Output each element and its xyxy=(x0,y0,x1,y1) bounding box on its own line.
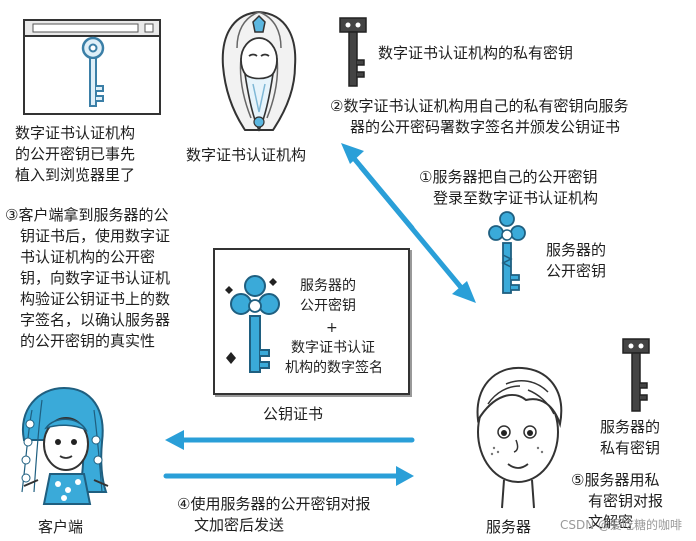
certificate-line-2: 公开密钥 xyxy=(300,298,356,314)
server-avatar xyxy=(466,360,570,510)
step-5-text: ⑤服务器用私 有密钥对报 文解密 xyxy=(571,471,664,531)
browser-note: 数字证书认证机构 的公开密钥已事先 植入到浏览器里了 xyxy=(15,124,136,184)
certificate-name: 公钥证书 xyxy=(263,405,324,423)
certificate-line-3: 数字证书认证 xyxy=(291,340,375,356)
step-3-text: ③客户端拿到服务器的公 钥证书后，使用数字证 书认证机构的公开密 钥，向数字证书… xyxy=(5,206,171,350)
ca-authority-avatar xyxy=(213,8,305,134)
certificate-line-1: 服务器的 xyxy=(300,278,356,294)
server-private-key-label: 服务器的 私有密钥 xyxy=(600,418,661,457)
public-key-certificate: 服务器的 公开密钥 + 数字证书认证 机构的数字签名 xyxy=(213,248,410,395)
step-2-text: ②数字证书认证机构用自己的私有密钥向服务 器的公开密码署数字签名并颁发公钥证书 xyxy=(330,97,629,136)
server-public-key-label: 服务器的 公开密钥 xyxy=(546,241,607,280)
certificate-plus: + xyxy=(326,320,338,336)
certificate-line-4: 机构的数字签名 xyxy=(285,360,383,376)
step-4-text: ④使用服务器的公开密钥对报 文加密后发送 xyxy=(177,495,371,534)
ca-name: 数字证书认证机构 xyxy=(186,146,307,164)
server-private-key-icon xyxy=(620,337,652,417)
watermark: CSDN @爱吃糖的咖啡 xyxy=(560,518,683,532)
server-label: 服务器 xyxy=(486,518,532,536)
ca-public-key-icon xyxy=(78,36,108,116)
server-public-key-icon xyxy=(488,209,526,299)
certificate-key-icon xyxy=(225,272,280,378)
ca-private-key-icon xyxy=(337,16,369,91)
client-label: 客户端 xyxy=(38,518,84,536)
ca-private-key-label: 数字证书认证机构的私有密钥 xyxy=(378,44,574,62)
step-1-text: ①服务器把自己的公开密钥 登录至数字证书认证机构 xyxy=(419,168,599,207)
client-avatar xyxy=(8,380,116,508)
